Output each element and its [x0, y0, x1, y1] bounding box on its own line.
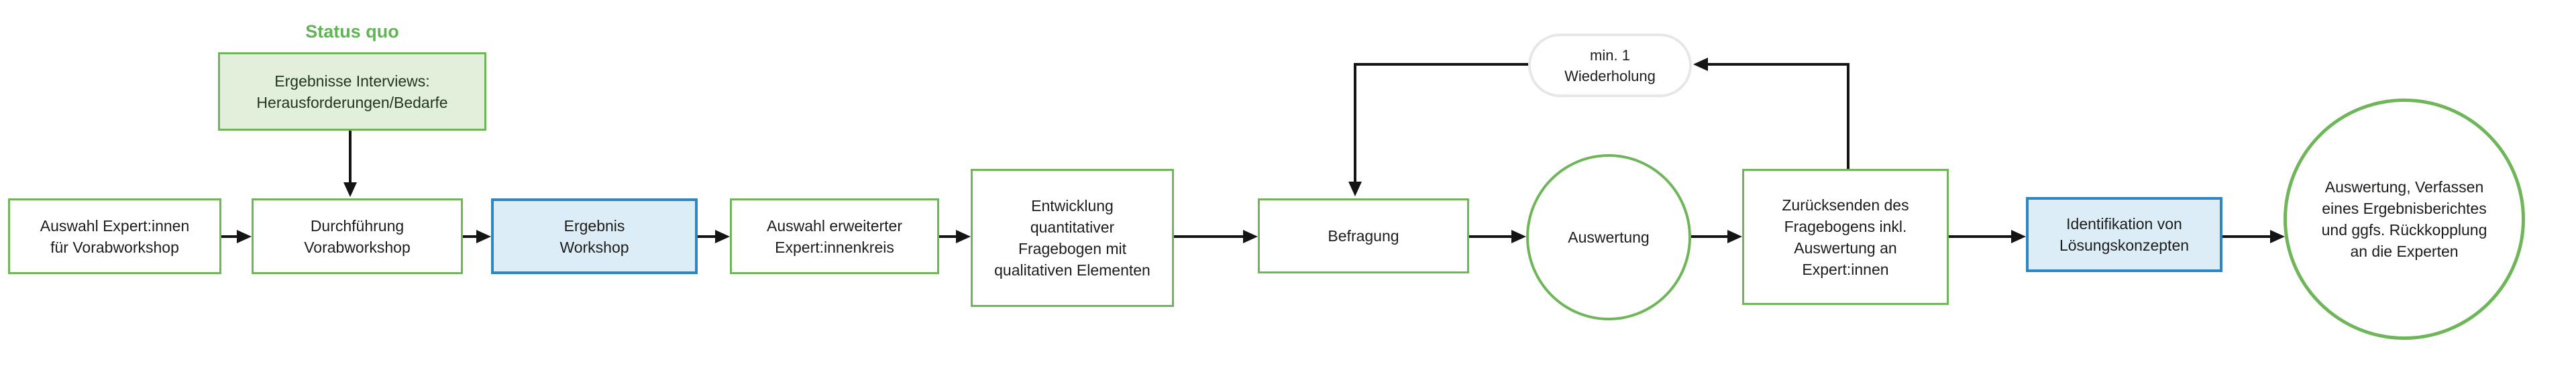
node-auswahl-experten: Auswahl Expert:innen für Vorabworkshop: [8, 198, 221, 274]
arrow-2-line: [463, 235, 478, 238]
arrow-8-line: [1949, 235, 2012, 238]
node-ergebnisse-interviews: Ergebnisse Interviews: Herausforderungen…: [218, 52, 486, 131]
arrow-3-head: [715, 230, 730, 243]
arrow-4-line: [939, 235, 957, 238]
node-auswertung-bericht: Auswertung, Verfassen eines Ergebnisberi…: [2284, 99, 2525, 340]
loop-riser-left: [1354, 63, 1356, 182]
arrow-7-head: [1727, 230, 1742, 243]
loop-riser-right: [1847, 63, 1849, 172]
node-wiederholung-pill: min. 1 Wiederholung: [1528, 34, 1692, 97]
arrow-1-line: [221, 235, 238, 238]
status-quo-heading: Status quo: [305, 21, 399, 42]
node-zuruecksenden-fragebogen: Zurücksenden des Fragebogens inkl. Auswe…: [1742, 169, 1949, 305]
node-befragung: Befragung: [1258, 198, 1469, 273]
loop-top-left-line: [1355, 63, 1528, 66]
connector-statusquo-down-line: [349, 130, 352, 183]
node-ergebnis-workshop: Ergebnis Workshop: [491, 198, 698, 274]
connector-statusquo-down-arrowhead: [343, 182, 357, 197]
arrow-6-head: [1511, 230, 1526, 243]
arrow-1-head: [237, 230, 252, 243]
arrow-5-head: [1243, 230, 1258, 243]
loop-top-right-line: [1708, 63, 1849, 66]
arrow-8-head: [2011, 230, 2026, 243]
node-durchfuehrung-vorabworkshop: Durchführung Vorabworkshop: [252, 198, 463, 274]
arrow-6-line: [1469, 235, 1513, 238]
arrow-4-head: [956, 230, 971, 243]
loop-arrowhead-into-pill: [1693, 58, 1708, 71]
arrow-9-line: [2222, 235, 2271, 238]
arrow-3-line: [698, 235, 716, 238]
node-entwicklung-fragebogen: Entwicklung quantitativer Fragebogen mit…: [971, 169, 1174, 307]
arrow-9-head: [2270, 230, 2285, 243]
loop-arrowhead-into-befragung: [1348, 182, 1362, 196]
arrow-2-head: [476, 230, 491, 243]
node-identifikation-loesungen: Identifikation von Lösungskonzepten: [2026, 197, 2222, 272]
arrow-7-line: [1691, 235, 1729, 238]
arrow-5-line: [1174, 235, 1244, 238]
node-auswahl-erweiterter-kreis: Auswahl erweiterter Expert:innenkreis: [730, 198, 939, 274]
node-auswertung: Auswertung: [1526, 154, 1691, 320]
